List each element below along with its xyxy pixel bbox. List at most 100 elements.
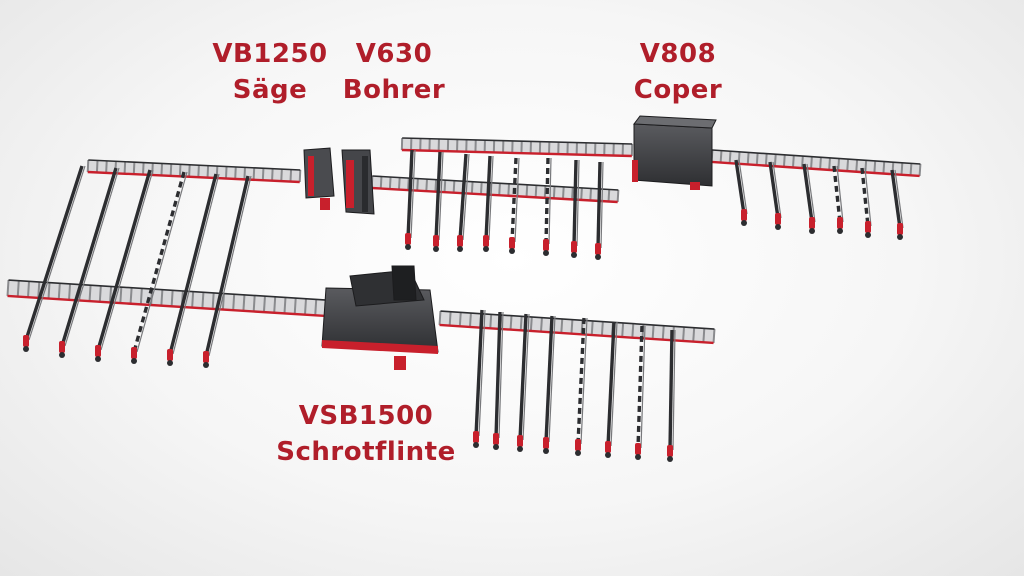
transfer-arm [457,153,470,252]
arm-beam [510,157,518,243]
arm-foot [605,441,611,453]
roller [873,160,877,174]
roller [132,162,136,175]
roller [719,150,723,163]
roller [810,156,813,169]
roller [819,157,822,170]
roller [801,156,804,169]
conveyor-front-outfeed [438,310,716,345]
arm-foot [775,213,781,225]
arm-wheel [775,224,781,230]
roller [470,181,474,194]
roller [206,165,210,178]
arm-highlight [610,321,618,447]
transfer-arm [860,167,872,238]
conveyor-rail-red [87,170,300,184]
arm-foot [457,235,463,247]
roller [262,296,266,313]
arm-foot [635,443,641,455]
transfer-arm [734,159,748,226]
conveyor-rail-dark [88,159,301,171]
roller [443,180,447,193]
v630-accent [346,160,354,208]
roller [607,189,611,202]
conveyor-rail-red [439,323,714,345]
transfer-arm [802,163,816,234]
arm-foot [897,223,903,235]
roller [160,163,164,176]
roller [261,168,265,181]
arm-wheel [837,228,843,234]
roller [283,297,287,314]
arm-foot [405,233,411,245]
roller [280,169,283,182]
arm-beam [494,311,502,439]
roller [169,163,173,176]
arm-beam [596,161,602,249]
roller [123,161,127,174]
vb1250-name: Säge [232,75,308,105]
arm-beam [802,163,814,223]
roller [98,285,102,302]
roller [242,294,246,311]
arm-wheel [131,358,137,364]
arm-highlight [438,151,444,241]
roller [142,162,145,175]
roller [661,325,665,340]
roller [621,322,625,338]
roller [379,176,383,189]
roller [178,164,182,177]
roller [37,281,41,298]
arm-wheel [575,450,581,456]
v808-foot [690,182,700,190]
arm-foot [131,347,137,359]
roller [571,187,574,200]
vb1250-accent [308,156,314,196]
arm-wheel [457,246,463,252]
roller [855,159,859,172]
roller [129,287,133,304]
roller [234,166,237,179]
arm-beam [406,149,414,239]
roller [57,283,61,300]
arm-beam [544,157,550,245]
roller [616,189,620,203]
roller [27,281,31,298]
arm-wheel [433,246,439,252]
arm-wheel [167,360,173,366]
arm-highlight [640,325,646,449]
transfer-arm [517,313,530,452]
roller [119,287,123,304]
roller [534,185,538,198]
vsb1500-accent [322,340,438,354]
roller [498,183,501,196]
roller [211,292,215,309]
roller [909,163,913,176]
roller [479,182,483,195]
arm-foot [517,435,523,447]
arm-beam [832,165,842,223]
roller [188,164,191,177]
arm-wheel [865,232,871,238]
transfer-arm [509,157,520,254]
roller [631,323,635,338]
arm-foot [809,217,815,229]
roller [252,167,256,180]
roller [273,296,277,313]
roller [160,289,164,306]
transfer-arm [543,315,556,454]
arm-highlight [100,169,154,351]
arm-foot [493,433,499,445]
arm-highlight [672,329,676,451]
label-vsb1500: VSB1500 Schrotflinte [276,398,456,470]
v630-column [362,156,368,212]
arm-highlight [894,169,904,229]
roller [552,186,556,199]
roller [525,184,529,197]
transfer-arm [167,173,220,366]
roller [452,180,456,193]
roller [543,185,547,198]
v808-roof [633,115,717,129]
roller [507,183,511,196]
arm-beam [572,159,578,247]
